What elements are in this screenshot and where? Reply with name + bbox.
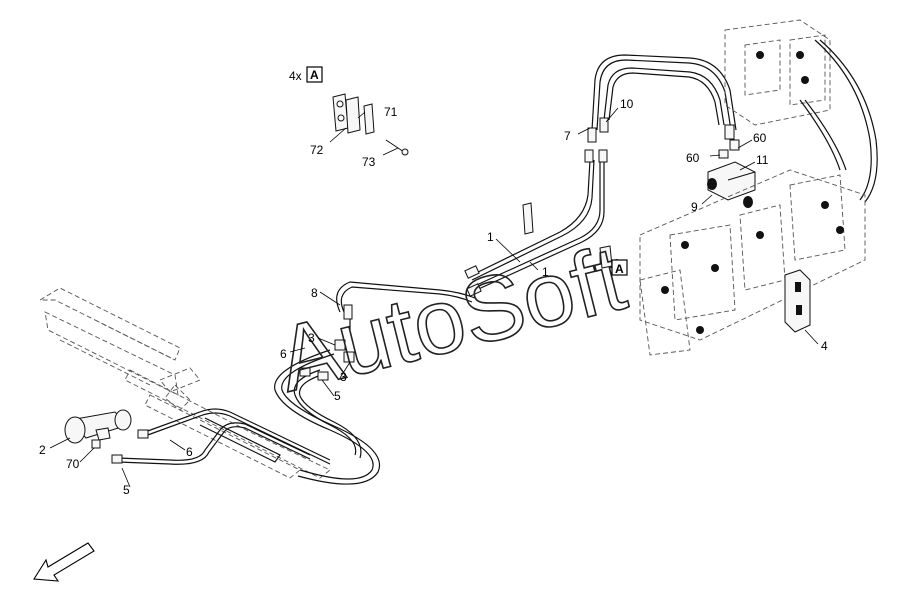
callout-8: 8 [311,286,318,300]
callout-box-a-mid [611,259,628,276]
callout-5-center: 5 [334,389,341,403]
callout-10: 10 [620,97,634,111]
callout-2: 2 [39,443,46,457]
dashed-frame-left [38,287,331,479]
callout-11: 11 [756,153,769,167]
valve-block-upper [724,19,831,126]
callout-3-upper: 3 [308,331,315,345]
hydraulic-cylinder [64,409,132,444]
callout-1-lower: 1 [542,265,549,279]
forward-arrow-icon [33,542,95,582]
callout-3-lower: 3 [340,370,347,384]
callout-70: 70 [66,457,80,471]
watermark-text: AutoSoft [268,227,635,411]
hoses-lower [117,408,331,465]
callout-73: 73 [362,155,376,169]
callout-6-center: 6 [280,347,287,361]
hoses-right-vertical [799,39,878,203]
hoses-loop [274,349,381,485]
valve-block-lower [639,169,866,356]
callout-9: 9 [691,200,698,214]
callout-6-lower: 6 [186,445,193,459]
callout-72: 72 [310,143,324,157]
callout-71: 71 [384,105,398,119]
callout-7: 7 [564,129,571,143]
hoses-upper [591,54,737,131]
callout-a-mid: A [615,262,624,276]
callout-4x: 4x [289,69,302,83]
callout-5-lower: 5 [123,483,130,497]
callout-1-upper: 1 [487,230,494,244]
callout-60-left: 60 [686,151,700,165]
callout-60-right: 60 [753,131,767,145]
hoses-center [336,159,605,330]
callout-box-a-top [306,66,323,83]
callout-4: 4 [821,339,828,353]
component-4 [784,269,811,333]
callout-a-top: A [310,68,319,82]
leader-lines [49,107,819,488]
solenoid-valve [707,161,756,208]
clamp-parts [332,93,409,156]
